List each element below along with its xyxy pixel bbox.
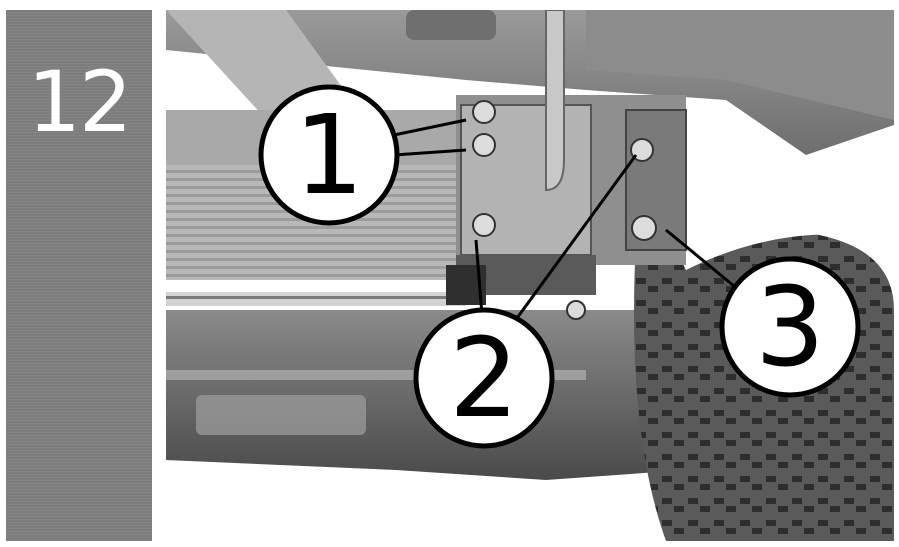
callout-1-label: 1 <box>294 91 364 219</box>
callout-3-label: 3 <box>755 263 825 391</box>
assembly-photo: 1 2 3 <box>166 10 894 541</box>
callout-3: 3 <box>719 256 861 398</box>
callout-2-label: 2 <box>449 314 519 442</box>
bolt <box>472 133 496 157</box>
bolt <box>472 213 496 237</box>
underbody <box>586 10 894 120</box>
bolt <box>631 215 657 241</box>
bolt <box>566 300 586 320</box>
vertical-strap <box>545 10 565 192</box>
step-number: 12 <box>27 53 133 151</box>
step-number-panel: 12 <box>6 10 152 541</box>
callout-2: 2 <box>413 307 555 449</box>
photo-illustration: 1 2 3 <box>166 10 894 541</box>
callout-leader-1 <box>393 118 467 137</box>
callout-1: 1 <box>258 84 400 226</box>
bolt <box>472 100 496 124</box>
